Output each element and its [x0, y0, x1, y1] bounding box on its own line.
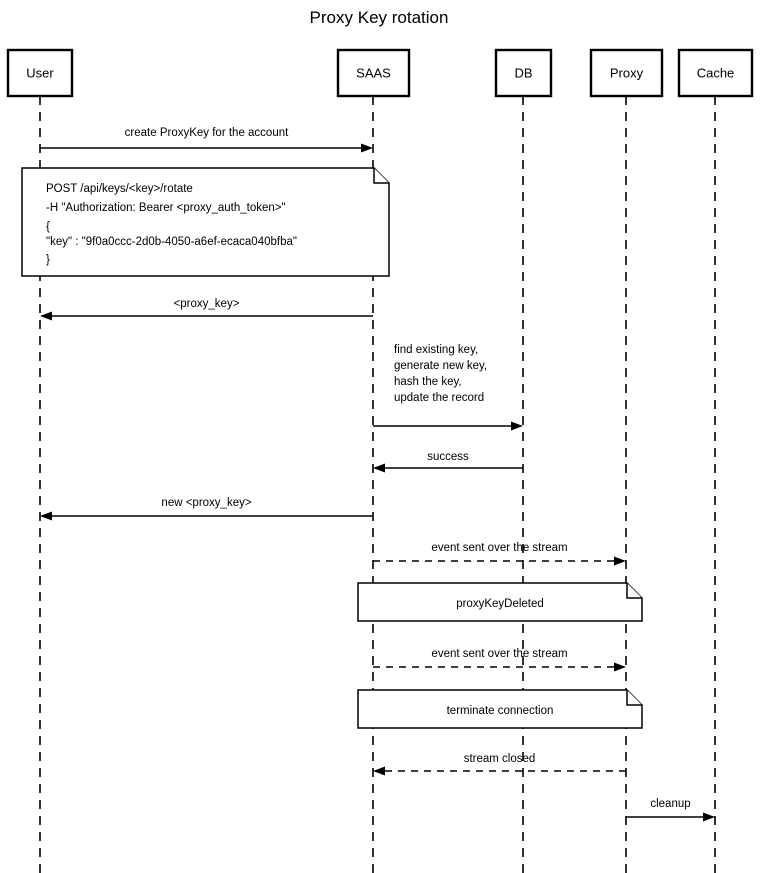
note-request-body-body — [21, 167, 390, 277]
note-request-body-fold — [373, 168, 389, 184]
message-label-m9: cleanup — [650, 798, 690, 810]
message-label-m7: event sent over the stream — [431, 648, 567, 660]
message-arrowhead-m6 — [614, 556, 626, 566]
message-m3[interactable] — [373, 421, 523, 431]
message-m9[interactable]: cleanup — [626, 798, 715, 822]
note-request-body: POST /api/keys/<key>/rotate -H "Authoriza… — [21, 167, 390, 277]
message-label-m4: success — [427, 451, 469, 463]
message-m1[interactable]: create ProxyKey for the account — [40, 127, 373, 153]
message-m6[interactable]: event sent over the stream — [373, 542, 626, 566]
participant-box-proxy[interactable] — [589, 48, 664, 98]
message-label-m5: new <proxy_key> — [161, 497, 251, 509]
message-label-m2: <proxy_key> — [174, 298, 240, 310]
note-proxy-key-deleted-fold — [626, 583, 642, 599]
message-arrowhead-m1 — [361, 143, 373, 153]
message-m2[interactable]: <proxy_key> — [40, 298, 373, 321]
participant-label-user: User — [26, 65, 54, 80]
note-proxy-key-deleted: proxyKeyDeleted — [357, 582, 643, 622]
note-request-body-line-0: POST /api/keys/<key>/rotate — [46, 183, 193, 195]
message-m4[interactable]: success — [373, 451, 523, 473]
message-label-m1: create ProxyKey for the account — [125, 127, 289, 139]
participant-box-user[interactable] — [6, 48, 74, 98]
participant-user[interactable]: User — [6, 48, 74, 98]
message-arrowhead-m9 — [703, 812, 715, 822]
page-title: Proxy Key rotation — [310, 8, 449, 27]
message-label-m6: event sent over the stream — [431, 542, 567, 554]
self-action-line-2: hash the key, — [394, 376, 462, 388]
message-arrowhead-m7 — [614, 662, 626, 672]
participant-proxy[interactable]: Proxy — [589, 48, 664, 98]
message-arrowhead-m4 — [373, 463, 385, 473]
message-m5[interactable]: new <proxy_key> — [40, 497, 373, 521]
participant-label-db: DB — [514, 65, 532, 80]
note-terminate-connection: terminate connection — [357, 689, 643, 729]
participant-box-db[interactable] — [494, 48, 553, 98]
note-request-body-line-1: -H "Authorization: Bearer <proxy_auth_to… — [46, 202, 286, 214]
self-action-line-3: update the record — [394, 392, 484, 404]
messages-layer: create ProxyKey for the account <proxy_ke… — [40, 127, 715, 822]
note-proxy-key-deleted-line-0: proxyKeyDeleted — [456, 598, 544, 610]
note-terminate-connection-line-0: terminate connection — [447, 705, 554, 717]
note-terminate-connection-body — [357, 689, 643, 729]
participant-label-proxy: Proxy — [610, 65, 644, 80]
note-request-body-line-3: "key" : "9f0a0ccc-2d0b-4050-a6ef-ecaca04… — [46, 236, 297, 248]
message-arrowhead-m8 — [373, 766, 385, 776]
participant-box-cache[interactable] — [677, 48, 754, 98]
note-request-body-line-4: } — [46, 254, 50, 266]
message-arrowhead-m2 — [40, 311, 52, 321]
participant-box-saas[interactable] — [336, 48, 411, 98]
participants-layer: User SAAS DB Proxy Cache — [6, 48, 754, 98]
note-request-body-line-2: { — [46, 221, 50, 233]
participant-label-saas: SAAS — [356, 65, 391, 80]
message-label-m8: stream closed — [464, 753, 536, 765]
participant-cache[interactable]: Cache — [677, 48, 754, 98]
message-arrowhead-m5 — [40, 511, 52, 521]
self-action-saas-self-action: find existing key, generate new key, hash … — [394, 344, 487, 404]
note-proxy-key-deleted-body — [357, 582, 643, 622]
participant-db[interactable]: DB — [494, 48, 553, 98]
notes-layer: POST /api/keys/<key>/rotate -H "Authoriza… — [21, 167, 643, 729]
message-arrowhead-m3 — [511, 421, 523, 431]
message-m8[interactable]: stream closed — [373, 753, 626, 776]
participant-saas[interactable]: SAAS — [336, 48, 411, 98]
message-m7[interactable]: event sent over the stream — [373, 648, 626, 672]
self-action-line-0: find existing key, — [394, 344, 478, 356]
note-terminate-connection-fold — [626, 690, 642, 706]
participant-label-cache: Cache — [697, 65, 735, 80]
self-action-line-1: generate new key, — [394, 360, 487, 372]
